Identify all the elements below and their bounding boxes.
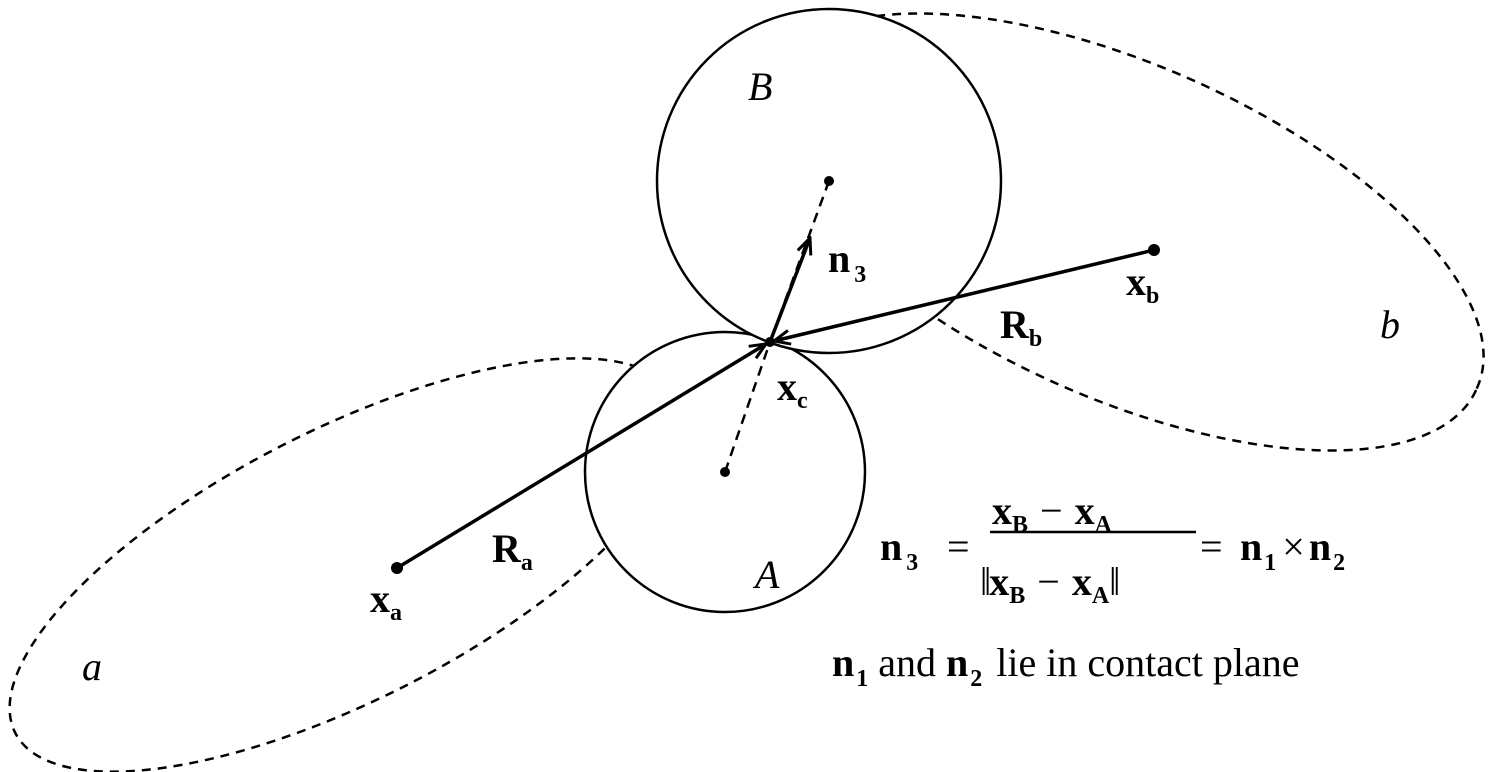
svg-text:n3: n3	[880, 524, 918, 576]
point-xa	[391, 562, 403, 574]
label-xa: xa	[370, 576, 402, 626]
label-B: B	[748, 64, 772, 109]
label-region-a: a	[82, 644, 102, 689]
label-xb: xb	[1126, 259, 1159, 309]
vector-Ra	[396, 344, 766, 570]
center-A-dot	[720, 467, 730, 477]
label-xc: xc	[777, 364, 808, 414]
label-region-b: b	[1380, 302, 1400, 347]
center-B-dot	[824, 176, 834, 186]
vector-n3	[768, 238, 810, 343]
svg-text:‖xB−xA‖: ‖xB−xA‖	[980, 559, 1120, 609]
svg-text:xB−xA: xB−xA	[992, 488, 1113, 538]
region-a-outline	[8, 357, 682, 772]
svg-text:=: =	[947, 524, 970, 569]
label-Rb: Rb	[1000, 302, 1042, 352]
label-Ra: Ra	[492, 526, 533, 576]
vector-Rb	[774, 248, 1155, 341]
label-A: A	[752, 552, 780, 597]
center-line-A	[723, 341, 772, 473]
svg-text:n1×n2: n1×n2	[1240, 524, 1345, 576]
point-xc	[765, 337, 775, 347]
point-xb	[1148, 244, 1160, 256]
svg-text:=: =	[1200, 524, 1223, 569]
